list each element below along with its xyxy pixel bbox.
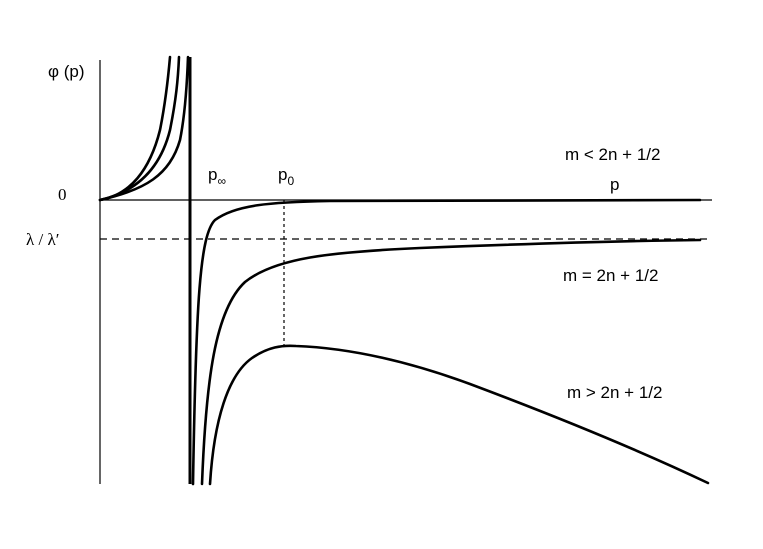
left-branch-curve-1: [98, 55, 172, 202]
curve-m-greater: [208, 344, 710, 486]
case-less-label: m < 2n + 1/2: [565, 145, 660, 164]
zero-label: 0: [58, 185, 67, 204]
x-axis-label: p: [610, 175, 619, 194]
case-equal-label: m = 2n + 1/2: [563, 266, 658, 285]
curve-m-equal: [200, 238, 702, 486]
y-axis-label: φ (p): [48, 62, 85, 81]
curve-m-less: [191, 198, 702, 486]
lambda-ratio-label: λ / λ′: [26, 230, 59, 249]
p-infinity-label: p∞: [208, 165, 226, 188]
case-greater-label: m > 2n + 1/2: [567, 383, 662, 402]
p0-label: p0: [278, 165, 294, 188]
left-branch-curve-3: [98, 55, 190, 202]
left-branch-curve-2: [98, 55, 181, 202]
